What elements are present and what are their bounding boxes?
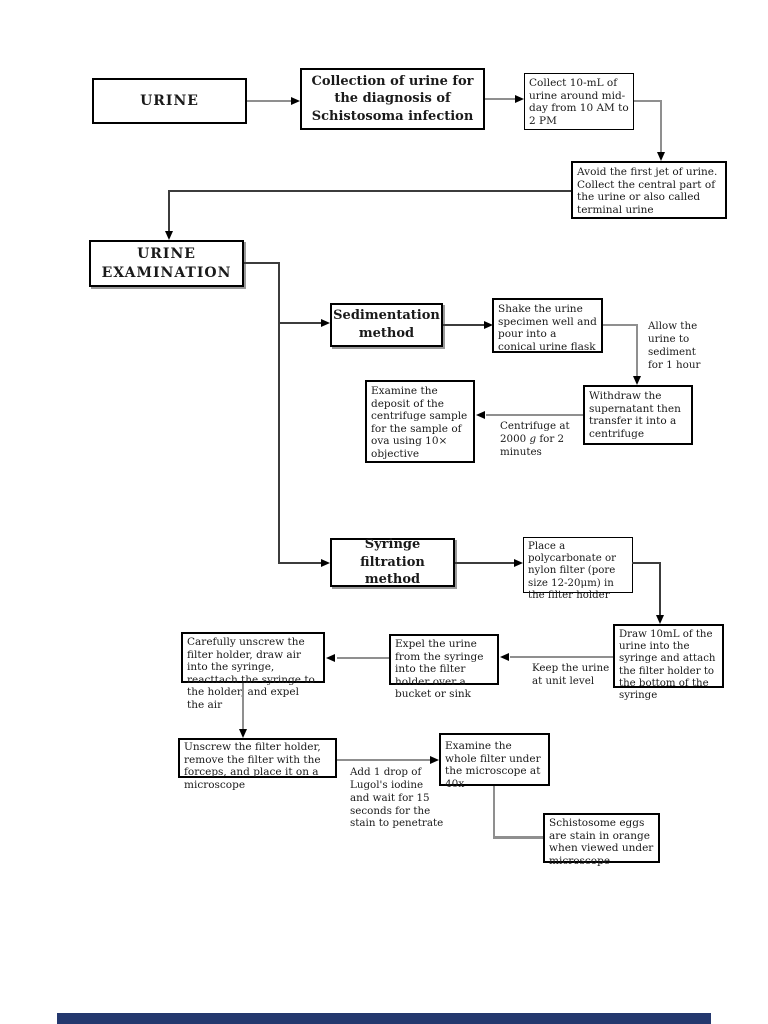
arrowhead-urine-collection [291, 97, 300, 105]
connector-syringe-place [455, 562, 515, 564]
connector-shake-withdraw-h [603, 324, 638, 326]
node-sedimentation-method: Sedimentation method [330, 303, 443, 347]
connector-collect-avoid-v [660, 100, 662, 153]
node-place-filter-text: Place a polycarbonate or nylon filter (p… [528, 541, 616, 601]
label-centrifuge-g: g [529, 432, 537, 445]
node-unscrew: Unscrew the filter holder, remove the fi… [178, 738, 337, 791]
footer-bar [57, 1013, 711, 1024]
arrowhead-withdraw-examine [476, 411, 485, 419]
connector-examine-schisto-h [493, 836, 543, 839]
node-shake-text: Shake the urine specimen well and pour i… [498, 303, 597, 353]
arrowhead-collection-collect [515, 95, 524, 103]
connector-place-draw-h [632, 562, 661, 564]
connector-exam-trunk-h [244, 262, 280, 264]
arrowhead-collect-avoid [657, 152, 665, 161]
connector-shake-withdraw-v [636, 324, 638, 377]
node-examine-deposit-text: Examine the deposit of the centrifuge sa… [371, 385, 468, 460]
connector-sedimentation-shake [443, 324, 485, 326]
arrowhead-carefully-unscrew [239, 729, 247, 738]
connector-carefully-unscrew-v [242, 683, 244, 731]
connector-draw-expel [510, 656, 613, 658]
connector-trunk-sedimentation [278, 322, 322, 324]
node-withdraw-text: Withdraw the supernatant then transfer i… [589, 390, 681, 440]
node-place-filter: Place a polycarbonate or nylon filter (p… [523, 537, 633, 601]
node-syringe-filtration-method: Syringe filtration method [330, 537, 455, 588]
connector-unscrew-examine [337, 759, 431, 761]
connector-examine-schisto-v [493, 786, 495, 838]
node-carefully-unscrew: Carefully unscrew the filter holder, dra… [181, 632, 325, 711]
node-urine: URINE [92, 78, 247, 124]
connector-withdraw-examine [486, 414, 583, 416]
node-urine-examination-label: URINE EXAMINATION [101, 246, 232, 281]
arrowhead-shake-withdraw [633, 376, 641, 385]
arrowhead-unscrew-examine [430, 756, 439, 764]
connector-collect-avoid-h [634, 100, 662, 102]
node-carefully-unscrew-text: Carefully unscrew the filter holder, dra… [187, 636, 315, 711]
connector-urine-collection [247, 100, 292, 102]
arrowhead-sedimentation-shake [484, 321, 493, 329]
label-allow-sediment: Allow the urine to sediment for 1 hour [648, 320, 701, 371]
node-collect10: Collect 10-mL of urine around mid-day fr… [524, 73, 634, 130]
label-centrifuge-pre: Centrifuge at 2000 [500, 420, 570, 445]
connector-place-draw-v [659, 562, 661, 616]
node-collection-label: Collection of urine for the diagnosis of… [311, 73, 474, 124]
label-centrifuge-post: for 2 minutes [500, 432, 565, 458]
connector-trunk-syringe [278, 562, 322, 564]
connector-collection-collect [485, 98, 516, 100]
node-sedimentation-label: Sedimentation method [333, 308, 440, 341]
arrowhead-syringe-place [514, 559, 523, 567]
node-collect10-text: Collect 10-mL of urine around mid-day fr… [529, 77, 629, 127]
arrowhead-draw-expel [500, 653, 509, 661]
node-syringe-filtration-label: Syringe filtration method [360, 537, 425, 588]
node-unscrew-text: Unscrew the filter holder, remove the fi… [184, 741, 321, 791]
arrowhead-trunk-sedimentation [321, 319, 330, 327]
label-centrifuge: Centrifuge at 2000 g for 2 minutes [500, 420, 580, 459]
node-examine-whole-text: Examine the whole filter under the micro… [445, 740, 541, 790]
arrowhead-trunk-syringe [321, 559, 330, 567]
node-urine-label: URINE [140, 93, 199, 109]
label-keep-urine: Keep the urine at unit level [532, 662, 610, 687]
arrowhead-place-draw [656, 615, 664, 624]
node-examine-deposit: Examine the deposit of the centrifuge sa… [365, 380, 475, 463]
node-avoid-text: Avoid the first jet of urine. Collect th… [577, 166, 718, 216]
node-shake: Shake the urine specimen well and pour i… [492, 298, 603, 353]
node-draw: Draw 10mL of the urine into the syringe … [613, 624, 724, 701]
connector-exam-trunk-v [278, 262, 280, 564]
arrowhead-expel-carefully [326, 654, 335, 662]
node-draw-text: Draw 10mL of the urine into the syringe … [619, 629, 716, 702]
label-lugol-iodine: Add 1 drop of Lugol's iodine and wait fo… [350, 766, 444, 830]
node-schistosome-text: Schistosome eggs are stain in orange whe… [549, 817, 654, 867]
node-expel-text: Expel the urine from the syringe into th… [395, 638, 484, 701]
node-collection: Collection of urine for the diagnosis of… [300, 68, 485, 130]
connector-avoid-exam-h [168, 190, 571, 192]
node-withdraw: Withdraw the supernatant then transfer i… [583, 385, 693, 445]
node-avoid: Avoid the first jet of urine. Collect th… [571, 161, 727, 219]
connector-expel-carefully [337, 657, 389, 659]
node-expel: Expel the urine from the syringe into th… [389, 634, 499, 700]
node-urine-examination: URINE EXAMINATION [89, 240, 244, 287]
connector-avoid-exam-v [168, 190, 170, 232]
node-examine-whole: Examine the whole filter under the micro… [439, 733, 550, 790]
node-schistosome: Schistosome eggs are stain in orange whe… [543, 813, 660, 867]
arrowhead-avoid-exam [165, 231, 173, 240]
